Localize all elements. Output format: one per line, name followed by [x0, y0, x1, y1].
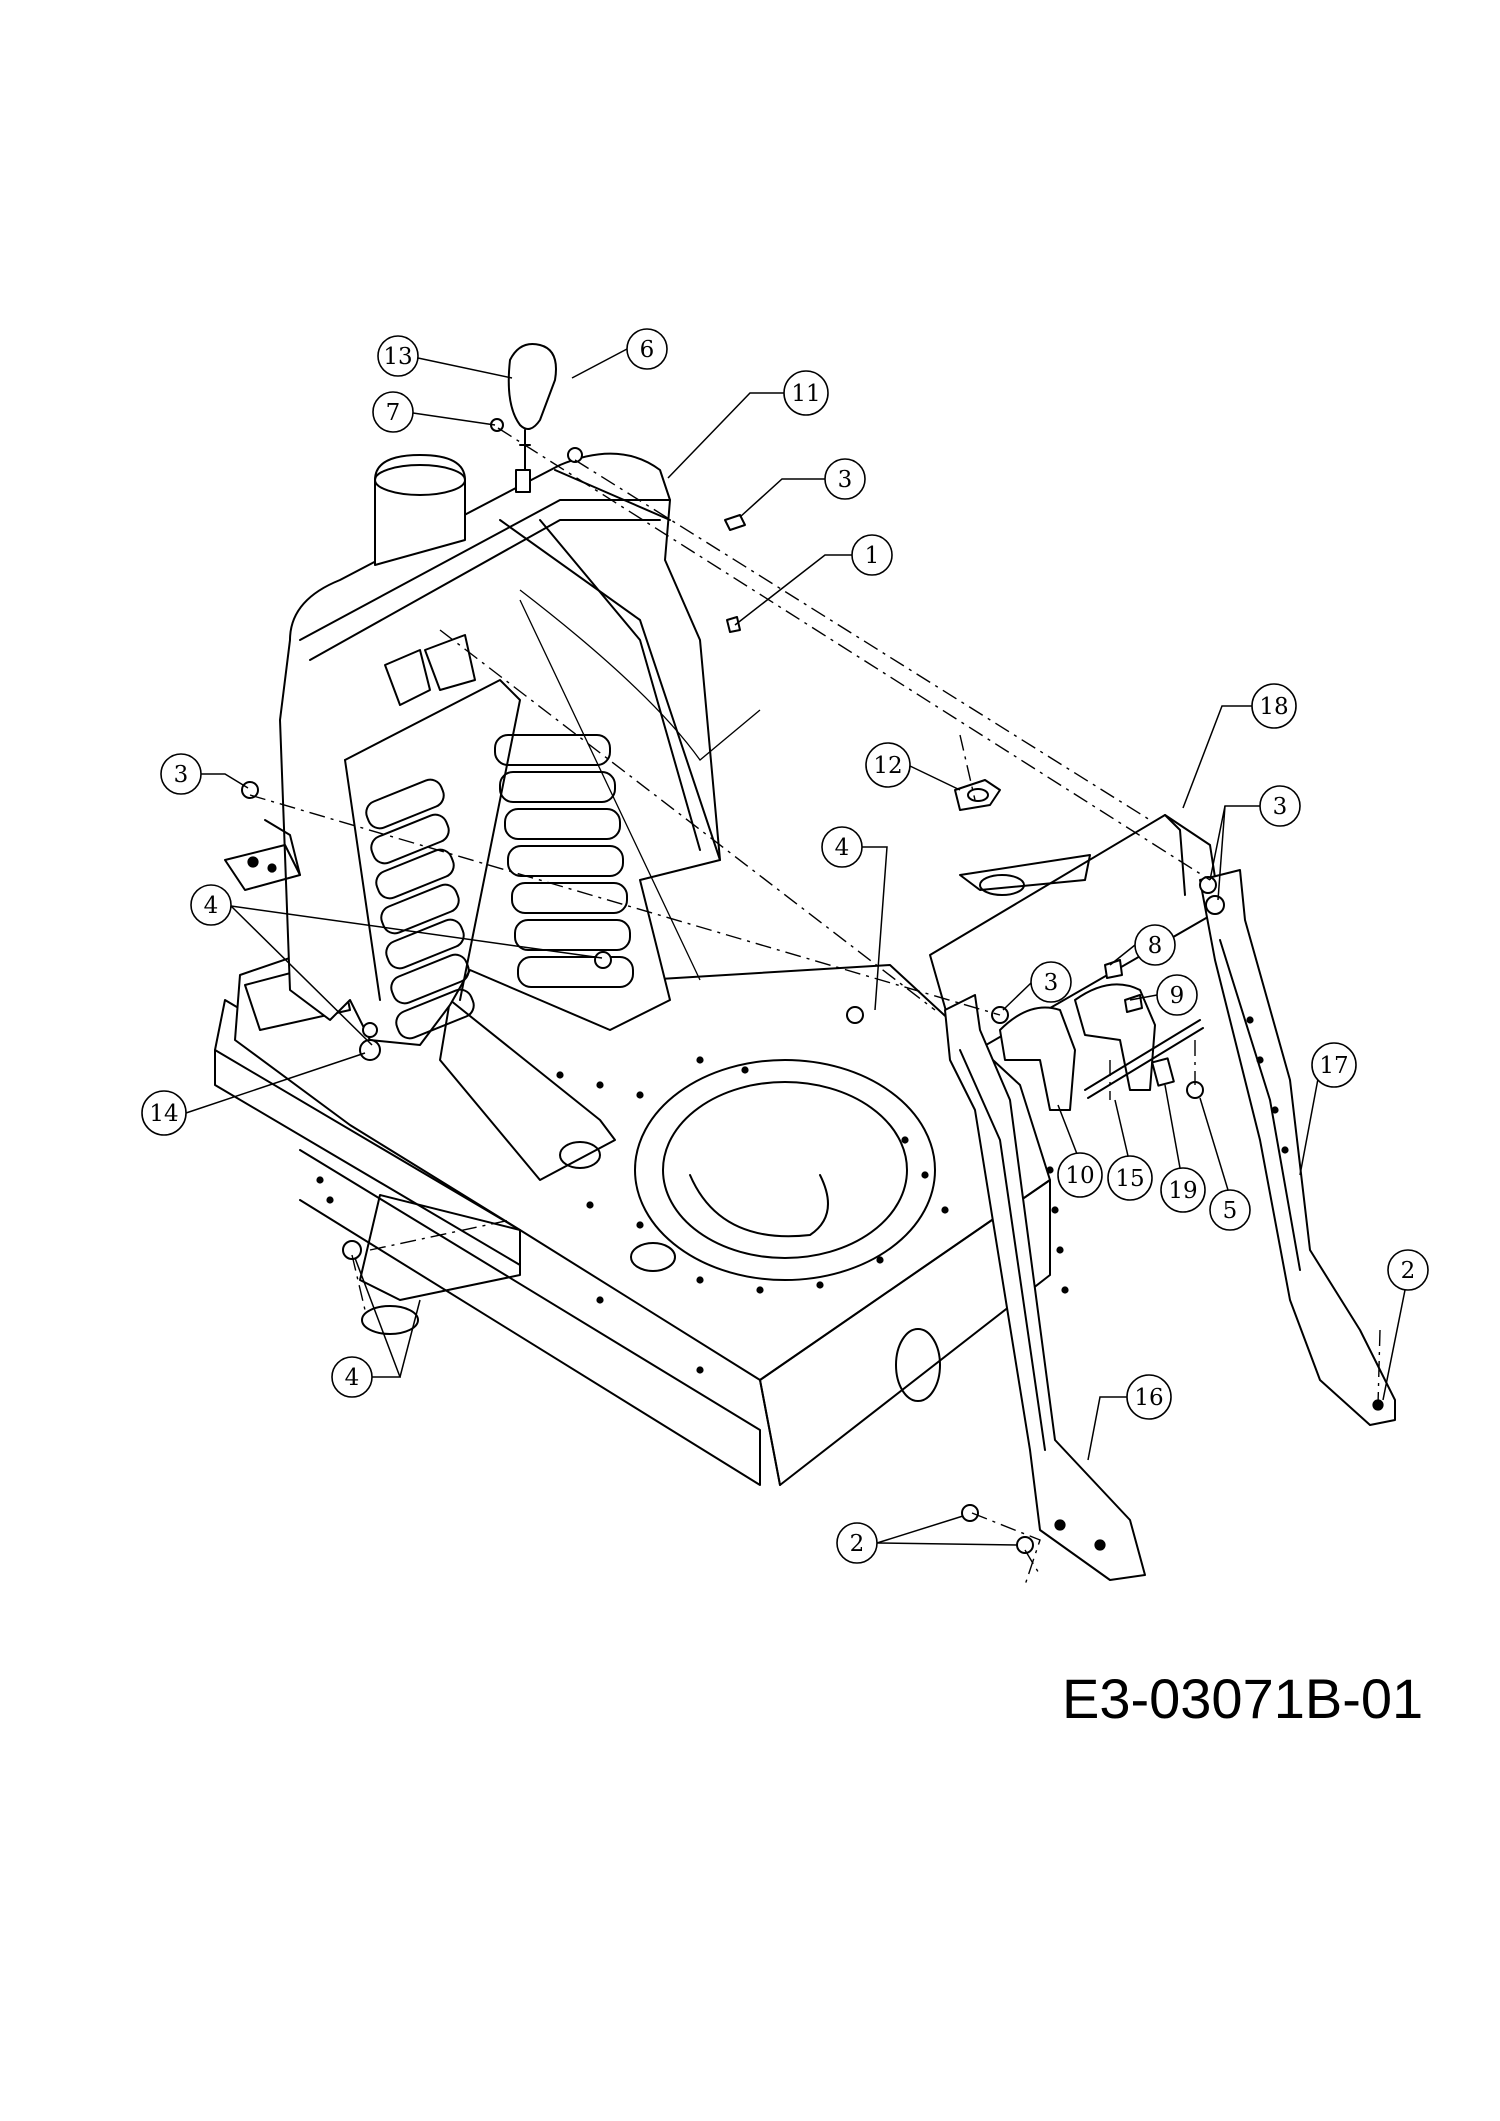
callout-5-label: 5	[1223, 1198, 1238, 1224]
callout-3-right: 3	[1259, 785, 1301, 827]
drawing-number: E3-03071B-01	[1062, 1667, 1424, 1730]
callout-2-right: 2	[1387, 1249, 1429, 1291]
callout-1: 1	[851, 534, 893, 576]
callout-13: 13	[377, 335, 419, 377]
callout-3-lower-label: 3	[1044, 970, 1059, 996]
callout-12-label: 12	[873, 753, 902, 779]
leg-16	[944, 994, 1146, 1581]
callout-18: 18	[1251, 683, 1297, 729]
callout-4-middle-label: 4	[835, 835, 850, 861]
leg-17	[1199, 869, 1396, 1426]
callout-2-bottom: 2	[836, 1522, 878, 1564]
right-louvers	[494, 734, 634, 988]
callout-18-label: 18	[1259, 694, 1288, 720]
callout-14: 14	[141, 1090, 187, 1136]
callout-17-label: 17	[1319, 1053, 1348, 1079]
callout-19: 19	[1160, 1167, 1206, 1213]
callout-7-label: 7	[386, 400, 401, 426]
callout-3-left: 3	[160, 753, 202, 795]
callout-19-label: 19	[1168, 1178, 1197, 1204]
callout-10: 10	[1057, 1152, 1103, 1198]
callout-15: 15	[1107, 1155, 1153, 1201]
assembly-lines	[249, 427, 1381, 1586]
callout-6: 6	[626, 328, 668, 370]
fender-body	[224, 452, 761, 1046]
callout-17: 17	[1311, 1042, 1357, 1088]
fasteners	[241, 418, 1225, 1554]
callout-9-label: 9	[1170, 983, 1185, 1009]
callout-4-upper-left: 4	[190, 884, 232, 926]
callout-1-label: 1	[865, 543, 880, 569]
callout-11-label: 11	[791, 381, 820, 407]
callout-6-label: 6	[640, 337, 655, 363]
callout-10-label: 10	[1065, 1163, 1094, 1189]
callout-3-lower: 3	[1030, 961, 1072, 1003]
callout-5: 5	[1209, 1189, 1251, 1231]
callout-15-label: 15	[1115, 1166, 1144, 1192]
callout-3-left-label: 3	[174, 762, 189, 788]
callout-2-right-label: 2	[1401, 1258, 1416, 1284]
callout-2-bottom-label: 2	[850, 1531, 865, 1557]
callout-7: 7	[372, 391, 414, 433]
callouts: 13 6 7 11 3 1	[141, 328, 1429, 1564]
callout-11: 11	[783, 370, 829, 416]
callout-16: 16	[1126, 1374, 1172, 1420]
callout-4-upper-left-label: 4	[204, 893, 219, 919]
callout-4-bottom-left-label: 4	[345, 1365, 360, 1391]
callout-13-label: 13	[383, 344, 412, 370]
callout-3-right-label: 3	[1273, 794, 1288, 820]
callout-8-label: 8	[1148, 933, 1163, 959]
callout-3-top: 3	[824, 458, 866, 500]
callout-4-middle: 4	[821, 826, 863, 868]
left-louvers	[365, 778, 475, 1040]
callout-9: 9	[1156, 974, 1198, 1016]
callout-16-label: 16	[1134, 1385, 1163, 1411]
callout-3-top-label: 3	[838, 467, 853, 493]
shift-knob	[507, 343, 557, 493]
callout-14-label: 14	[149, 1101, 178, 1127]
callout-12: 12	[865, 742, 911, 788]
callout-8: 8	[1134, 924, 1176, 966]
callout-4-bottom-left: 4	[331, 1356, 373, 1398]
